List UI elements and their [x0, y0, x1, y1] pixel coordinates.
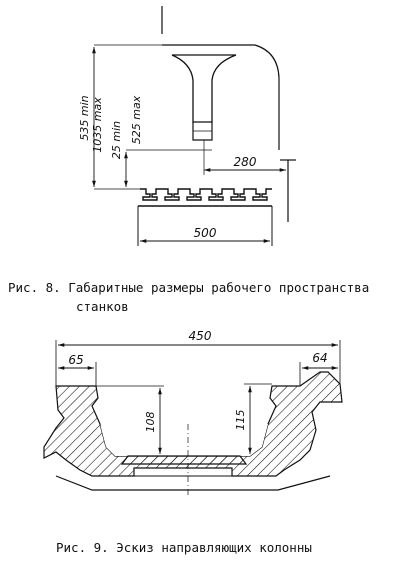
figure-8-caption-line1: Рис. 8. Габаритные размеры рабочего прос…: [8, 280, 370, 295]
dim-535-text: 535 min: [78, 95, 91, 140]
dim-64-text: 64: [312, 351, 327, 365]
dim-500-text: 500: [194, 226, 217, 240]
dim-65-text: 65: [68, 353, 83, 367]
dim-525-text: 525 max: [130, 95, 143, 144]
lower-outline: [55, 475, 331, 491]
dim-450-text: 450: [189, 329, 212, 343]
table-t-slots: [140, 188, 272, 201]
figure-8-drawing: [92, 6, 296, 246]
dim-115-text: 115: [234, 410, 247, 431]
dim-25-text: 25 min: [110, 121, 123, 159]
head-arc: [254, 44, 280, 150]
dim-280-text: 280: [234, 155, 257, 169]
spindle-body: [171, 54, 237, 123]
dim-108-text: 108: [144, 412, 157, 433]
base-plate: [120, 455, 248, 465]
figure-9-drawing: [43, 340, 343, 496]
figure-8-caption-line2: станков: [76, 299, 129, 314]
figure-9-caption: Рис. 9. Эскиз направляющих колонны: [56, 540, 312, 555]
dim-1035-text: 1035 max: [91, 97, 104, 153]
